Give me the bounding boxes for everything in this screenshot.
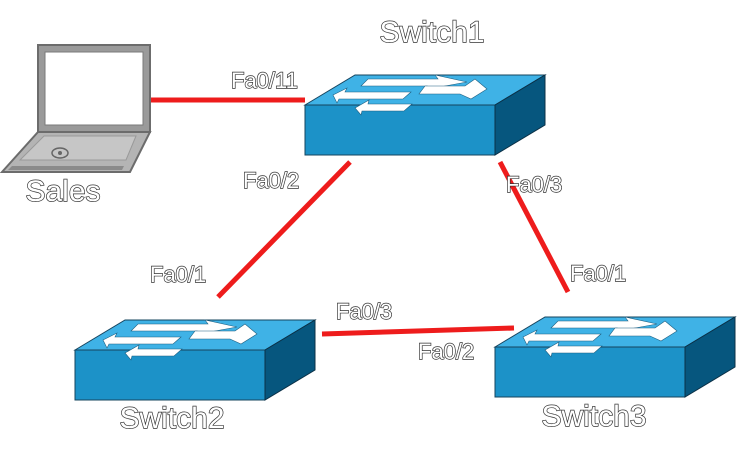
laptop-icon xyxy=(0,44,152,173)
switch2-icon xyxy=(74,319,316,401)
switch3-icon xyxy=(494,316,736,398)
port-label-switch2-to-switch1: Fa0/1 xyxy=(150,262,206,287)
port-label-switch3-to-switch2: Fa0/2 xyxy=(418,339,474,364)
link-switch1-switch3 xyxy=(497,160,571,294)
port-label-switch1-to-sales: Fa0/11 xyxy=(231,68,298,93)
link-switch2-switch3 xyxy=(321,325,515,337)
touchpad-icon xyxy=(51,147,69,159)
link-switch1-switch2 xyxy=(216,160,352,299)
port-label-switch2-to-switch3: Fa0/3 xyxy=(336,299,392,324)
switch1-icon xyxy=(304,74,546,156)
sales-label: Sales xyxy=(25,175,100,208)
port-label-switch3-to-switch1: Fa0/1 xyxy=(570,261,626,286)
switch1-label: Switch1 xyxy=(379,16,484,49)
port-label-switch1-to-switch2: Fa0/2 xyxy=(243,168,299,193)
switch2-label: Switch2 xyxy=(119,402,224,435)
switch3-label: Switch3 xyxy=(541,400,646,433)
network-links xyxy=(148,97,571,337)
laptop-screen xyxy=(44,51,144,126)
port-label-switch1-to-switch3: Fa0/3 xyxy=(506,172,562,197)
